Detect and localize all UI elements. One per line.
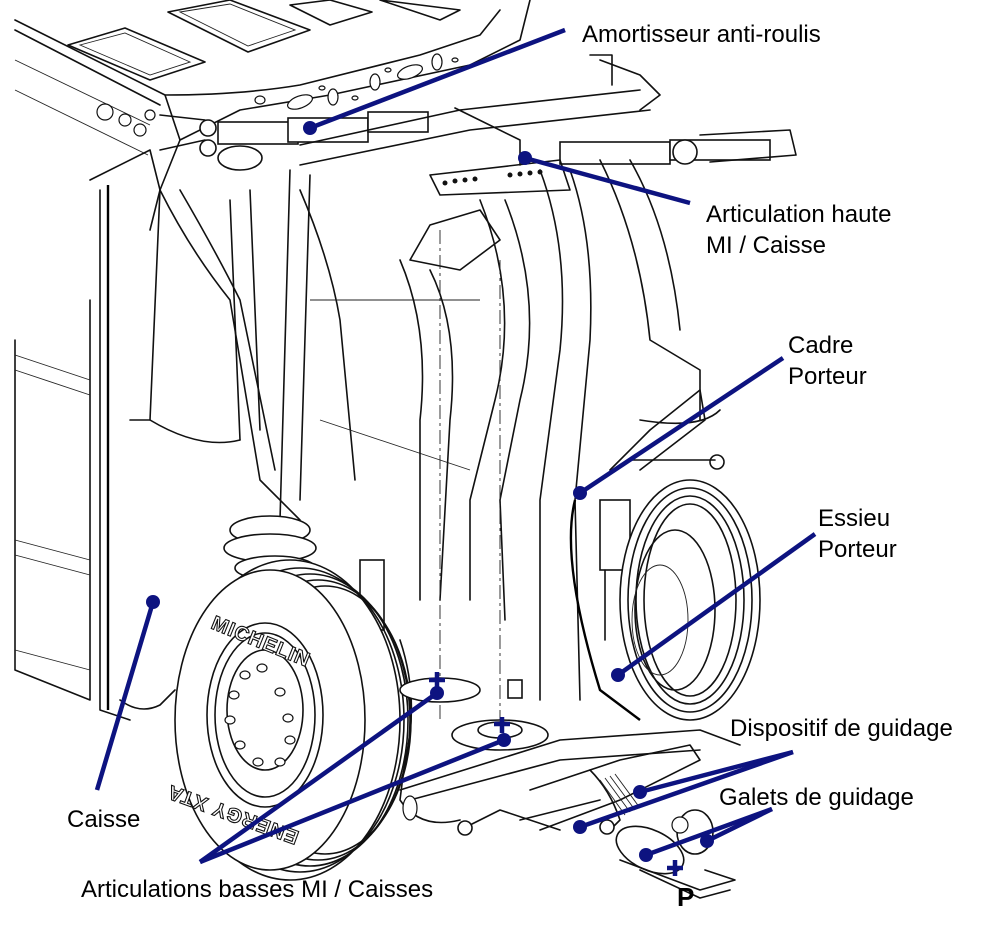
leader-cadre-porteur [578,356,785,495]
leader-articulation-basse-2 [199,737,505,865]
label-cadre-porteur-line1: Cadre [788,332,854,359]
left-wheel: MICHELIN ENERGY XTA [164,559,412,881]
leader-articulation-basse-1 [198,691,439,864]
marker-essieu-porteur [611,668,625,682]
label-point-p: P [677,882,695,912]
roof-structure [14,0,531,231]
anti-roll-damper-right [559,54,797,165]
marker-cadre-porteur [573,486,587,500]
point-p-cross [667,860,683,876]
marker-articulation-basse-2 [497,733,511,747]
marker-amortisseur [303,121,317,135]
leader-galets-2 [645,806,773,858]
leader-caisse [94,601,156,791]
label-essieu-porteur-line1: Essieu [818,505,891,532]
leader-dispositif-2 [579,749,794,830]
marker-galets-1 [700,834,714,848]
beam-holes [96,53,459,137]
label-cadre-porteur-line2: Porteur [788,363,867,390]
anti-roll-damper-left [159,111,429,171]
marker-caisse [146,595,160,609]
label-caisse: Caisse [67,806,141,833]
left-arch [159,169,480,521]
pivot-cross-2 [494,717,510,733]
marker-dispositif-1 [633,785,647,799]
marker-dispositif-2 [573,820,587,834]
leader-articulation-haute [524,155,691,206]
label-articulation-haute-line2: MI / Caisse [706,232,827,259]
right-wheel [619,479,761,721]
pivot-cross-1 [429,672,445,688]
label-galets-de-guidage: Galets de guidage [719,784,914,811]
marker-articulation-haute [518,151,532,165]
leader-essieu-porteur [616,532,817,677]
wheel-studs [224,663,296,767]
marker-articulation-basse-1 [430,686,444,700]
central-arches [399,159,701,730]
label-dispositif-de-guidage: Dispositif de guidage [730,715,953,742]
label-articulations-basses: Articulations basses MI / Caisses [81,876,434,903]
leader-amortisseur [309,27,566,131]
label-articulation-haute-line1: Articulation haute [706,201,892,228]
label-amortisseur-anti-roulis: Amortisseur anti-roulis [582,21,821,48]
marker-galets-2 [639,848,653,862]
callouts [94,27,817,876]
label-essieu-porteur-line2: Porteur [818,536,897,563]
